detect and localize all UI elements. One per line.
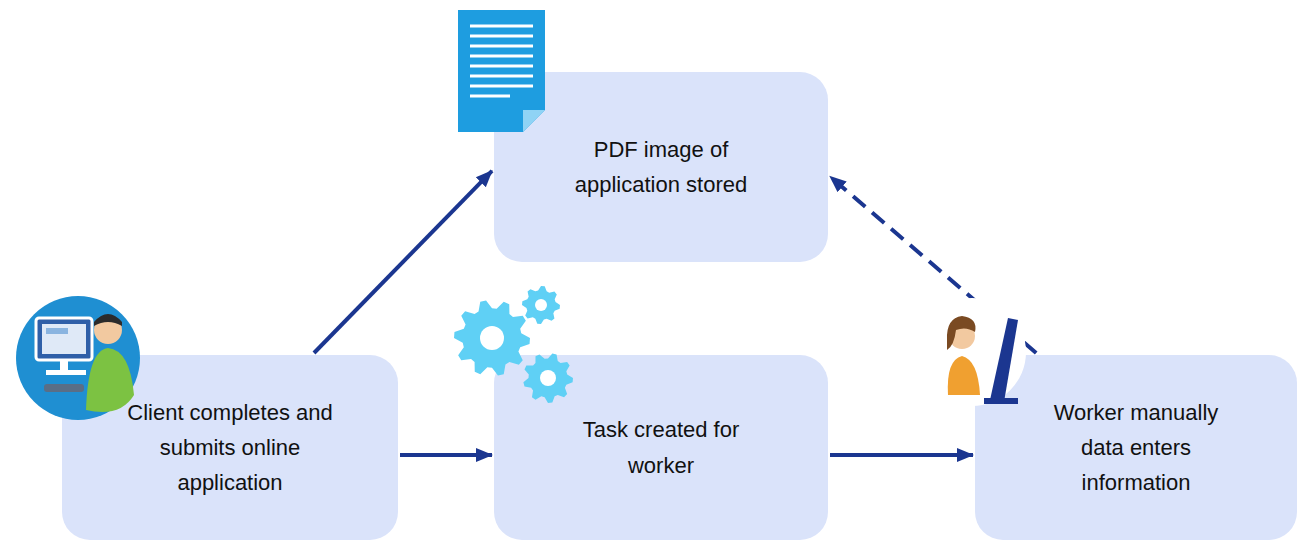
gear	[522, 286, 560, 324]
process-box: PDF image of application stored	[494, 72, 828, 262]
flow-arrow	[830, 453, 973, 457]
flow-arrow	[830, 177, 1036, 354]
gear-hub	[480, 326, 504, 350]
flow-arrow	[400, 453, 492, 457]
process-box: Worker manually data enters information	[975, 355, 1297, 540]
box-label: Worker manually data enters information	[1044, 395, 1229, 501]
flow-arrow	[314, 171, 492, 353]
box-label: Client completes and submits online appl…	[118, 395, 343, 501]
box-label: PDF image of application stored	[559, 132, 764, 202]
gear-hub	[535, 299, 547, 311]
process-box: Client completes and submits online appl…	[62, 355, 398, 540]
box-label: Task created for worker	[569, 412, 754, 482]
process-box: Task created for worker	[494, 355, 828, 540]
